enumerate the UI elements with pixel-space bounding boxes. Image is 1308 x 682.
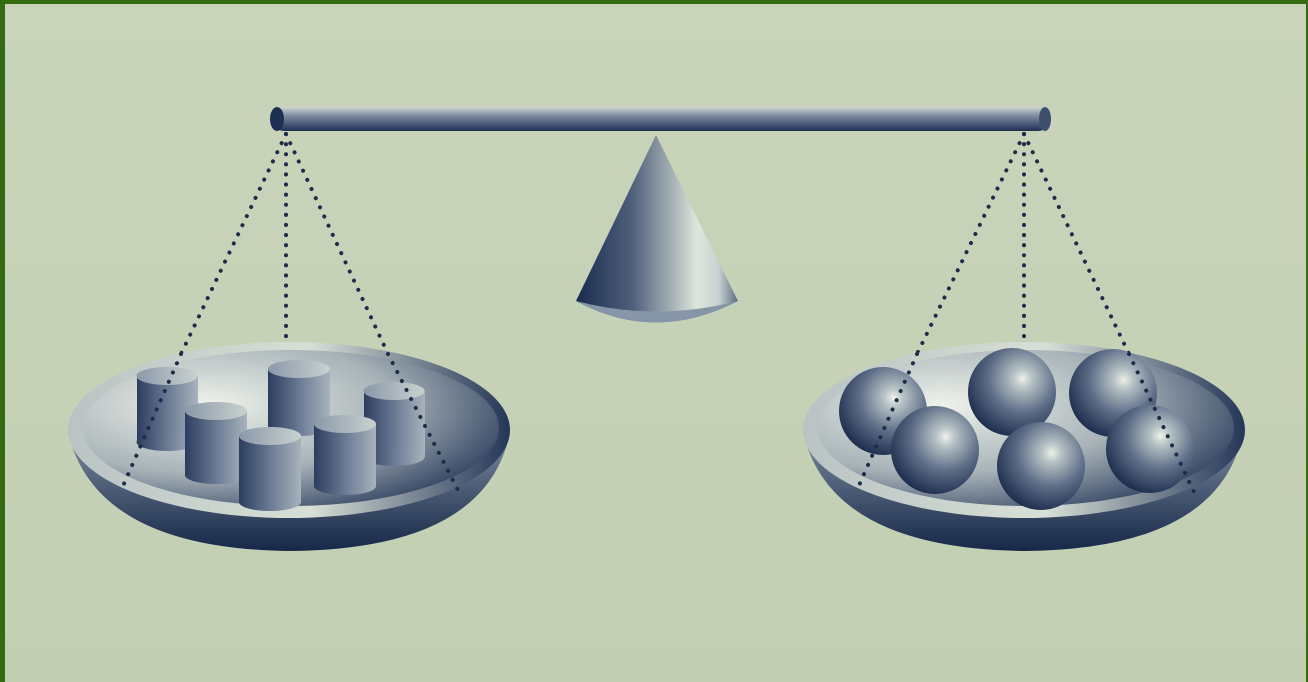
cylinder <box>185 402 247 484</box>
balance-scale-illustration <box>5 4 1306 682</box>
sphere <box>1106 405 1194 493</box>
cylinder <box>314 415 376 495</box>
cylinder <box>239 427 301 511</box>
balance-beam <box>270 107 1051 131</box>
sphere <box>891 406 979 494</box>
sphere <box>997 422 1085 510</box>
background <box>5 4 1306 682</box>
